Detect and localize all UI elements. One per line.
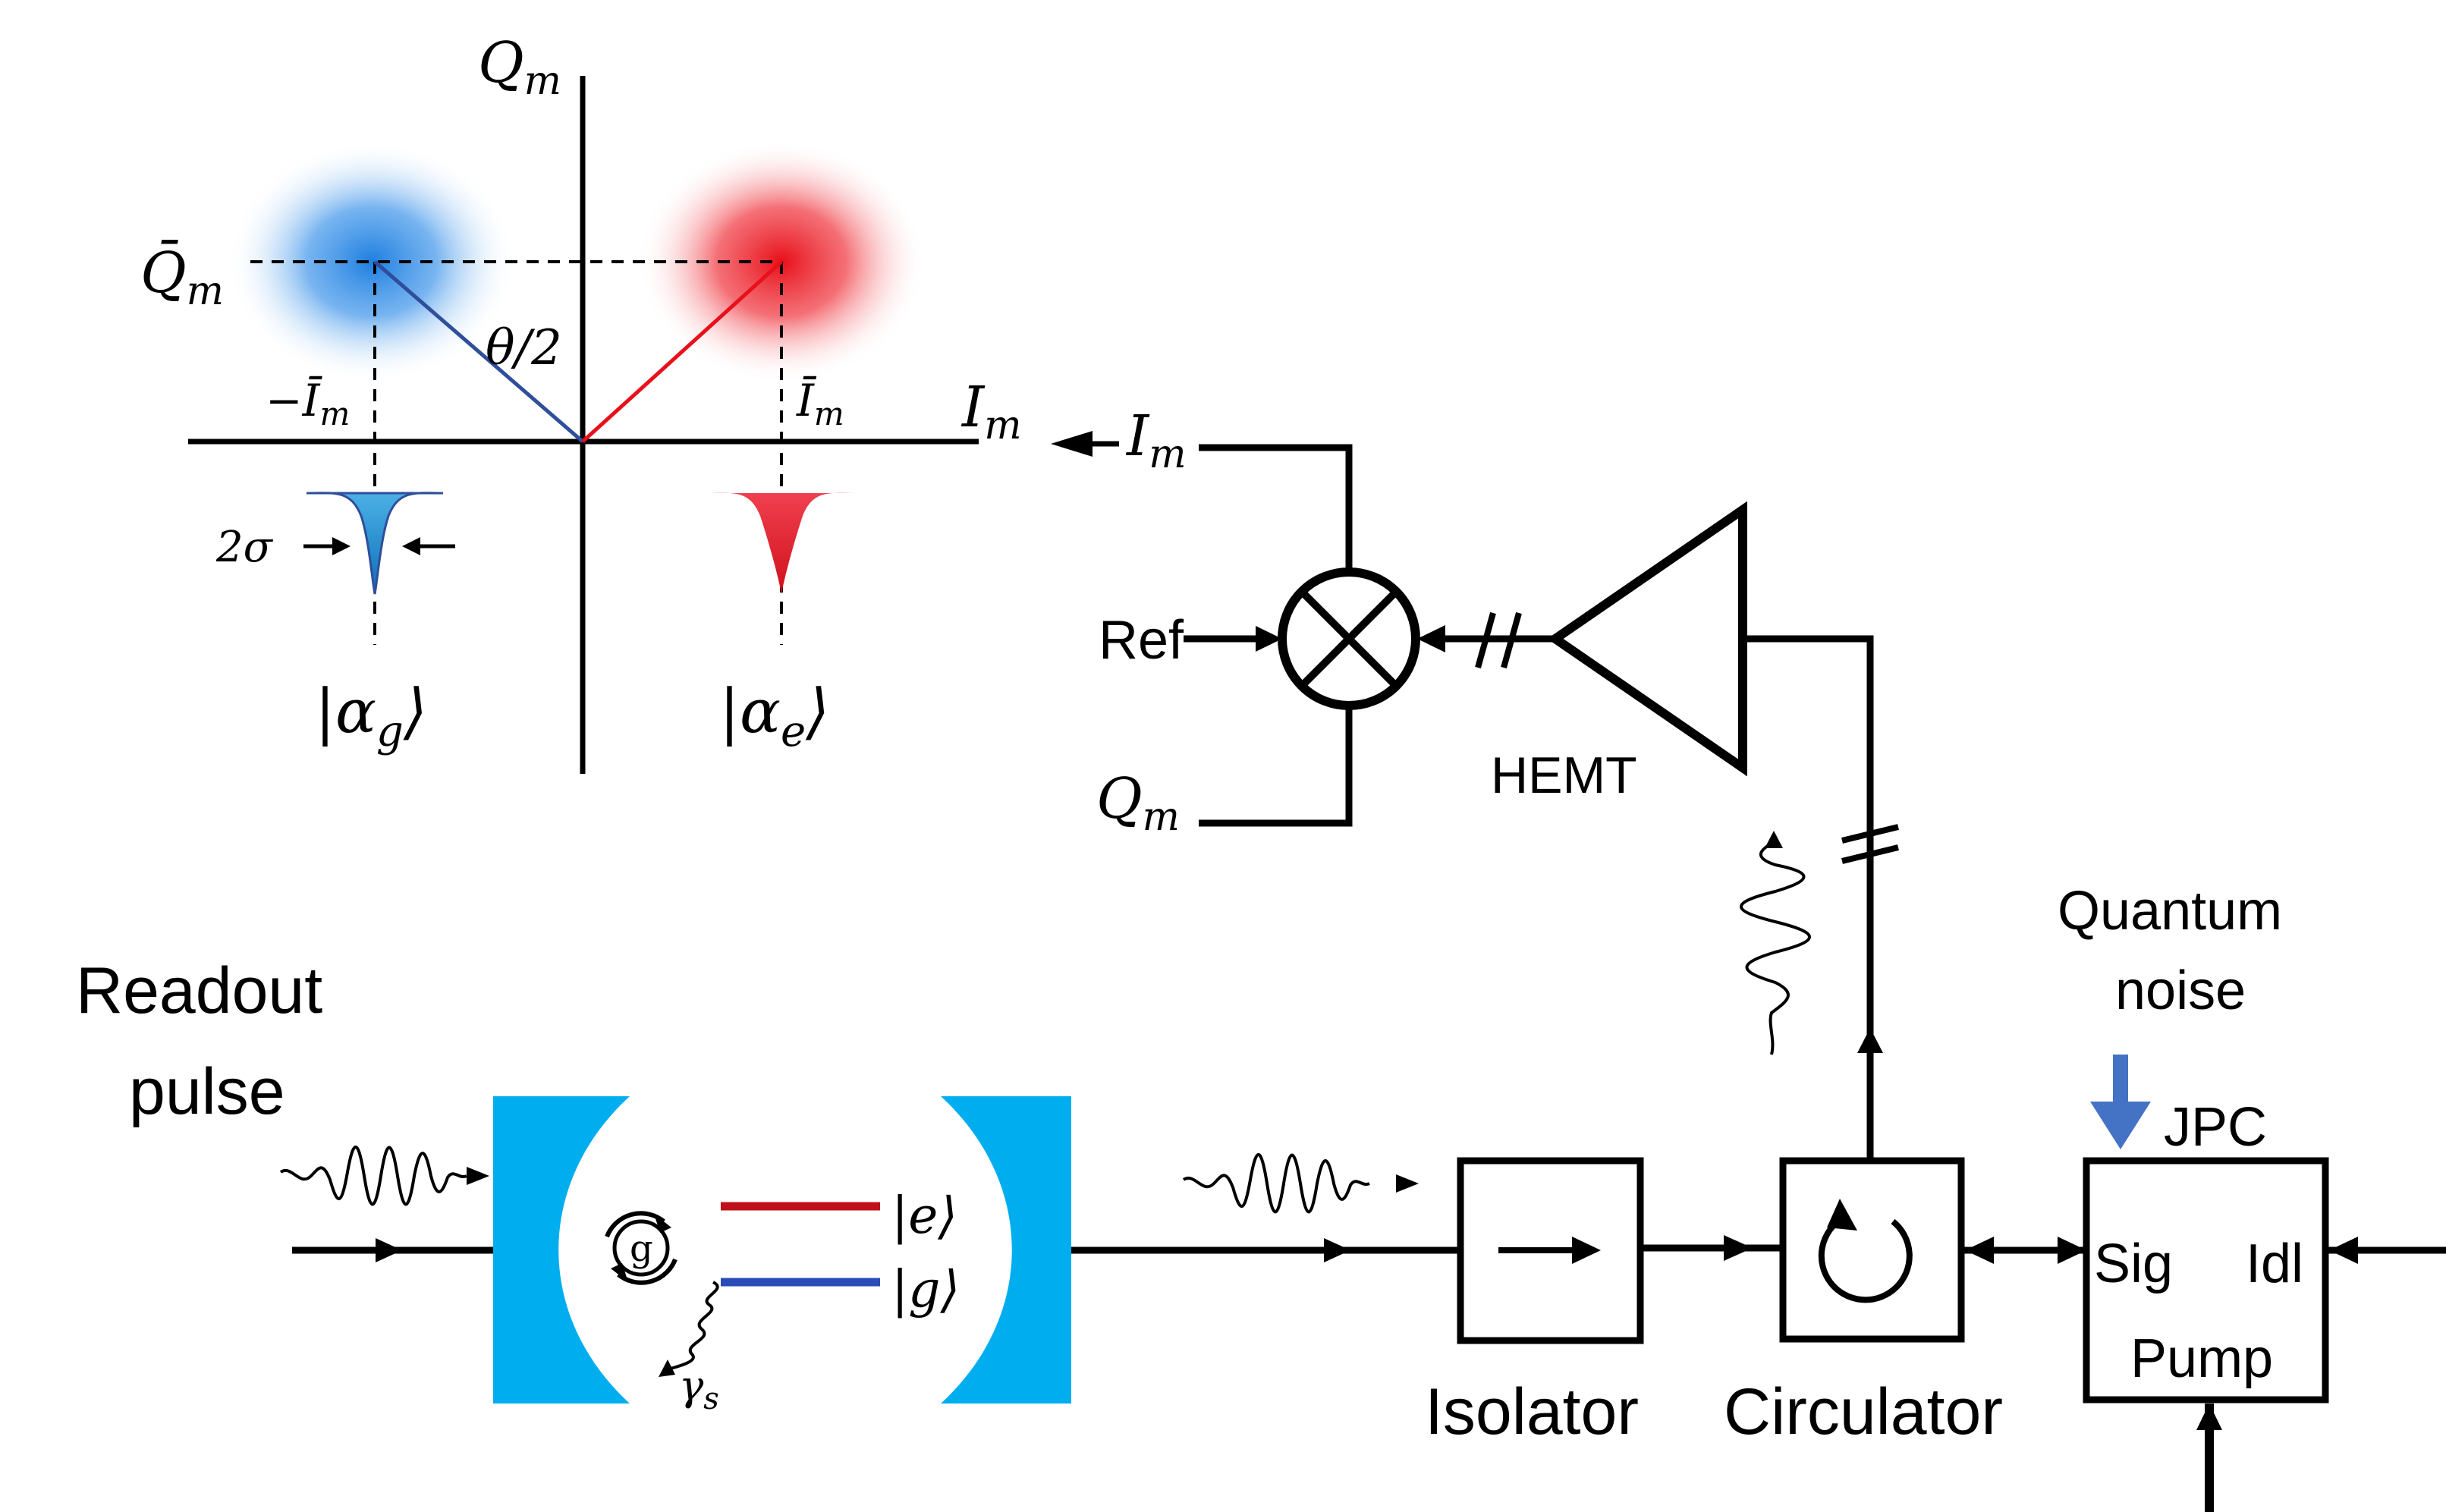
cavity: g |e⟩ |g⟩ γs xyxy=(493,1096,1071,1416)
circulator-jpc-arrowhead-left-icon xyxy=(1965,1237,1994,1264)
transmitted-wave-arrowhead-icon xyxy=(1396,1174,1419,1193)
qbar-label: Q̄m xyxy=(140,240,224,314)
level-g-label: |g⟩ xyxy=(891,1260,960,1319)
jpc-pump-label: Pump xyxy=(2130,1328,2273,1389)
ref-label: Ref xyxy=(1099,610,1184,671)
input-wave-packet-icon xyxy=(279,1145,467,1206)
ibar-label: Īm xyxy=(796,375,844,432)
ground-vector xyxy=(373,260,584,443)
right-mirror xyxy=(941,1096,1071,1404)
angle-label: θ/2 xyxy=(486,320,562,376)
excited-vector xyxy=(581,260,783,443)
i-output-arrowhead-icon xyxy=(1051,431,1093,457)
mixer-q-label: Qm xyxy=(1096,766,1180,840)
output-wave-packet-icon xyxy=(1740,838,1811,1055)
q-output-wire xyxy=(1199,706,1353,827)
qubit-arrowhead-2-icon xyxy=(611,1263,628,1282)
transmitted-wave-packet-icon xyxy=(1182,1152,1370,1214)
circulator-rotation-icon xyxy=(1818,1215,1913,1303)
line-break-icon xyxy=(1475,611,1522,669)
iq-plane: Qm Im Q̄m −Īm Īm θ/2 2σ |αg⟩ |αe⟩ xyxy=(140,30,1022,774)
hemt-label: HEMT xyxy=(1491,747,1637,804)
ground-gaussian xyxy=(306,492,444,595)
jpc-sig-label: Sig xyxy=(2094,1234,2173,1294)
noise-arrowhead-icon xyxy=(2090,1102,2151,1149)
qubit-label: g xyxy=(630,1228,653,1270)
readout-input: Readout pulse xyxy=(76,954,497,1262)
circulator-box xyxy=(1779,1157,1965,1343)
jpc-box xyxy=(2083,1157,2329,1404)
noise-label-line1: Quantum xyxy=(2058,881,2282,941)
hemt-input-wire xyxy=(1743,635,1874,1161)
width-arrowhead-left-icon xyxy=(332,537,351,555)
jpc-idl-label: Idl xyxy=(2246,1234,2303,1294)
circulator-input-arrowhead-icon xyxy=(1724,1235,1753,1261)
axis-q-label: Qm xyxy=(478,30,561,104)
circulator-rotation-arrowhead-icon xyxy=(1827,1199,1857,1231)
ref-arrowhead-icon xyxy=(1256,626,1282,652)
mixer-i-label: Im xyxy=(1125,404,1187,477)
axis-i-label: Im xyxy=(960,375,1022,448)
input-wave-arrowhead-icon xyxy=(467,1167,489,1185)
cavity-output-arrowhead-icon xyxy=(1324,1238,1350,1262)
circulator-label: Circulator xyxy=(1724,1375,2003,1448)
line-break-icon-2 xyxy=(1841,824,1899,864)
state-e-label: |αe⟩ xyxy=(719,676,829,756)
isolator-arrowhead-icon xyxy=(1572,1237,1601,1264)
hemt-amplifier-icon xyxy=(1547,501,1747,777)
left-mirror xyxy=(493,1096,630,1404)
width-arrowhead-right-icon xyxy=(402,537,420,555)
demodulation: Im Qm Ref HEMT xyxy=(1051,404,1899,1161)
idler-arrowhead-icon xyxy=(2329,1237,2358,1264)
readout-title-line1: Readout xyxy=(76,954,322,1027)
excited-gaussian xyxy=(706,492,857,594)
decay-arrowhead-icon xyxy=(659,1360,675,1377)
circulator-output-arrowhead-icon xyxy=(1857,1028,1883,1053)
input-wire-arrowhead-icon xyxy=(376,1238,402,1262)
amplification-chain: Isolator Circulator Quantum noise JPC Si… xyxy=(1071,881,2446,1512)
decay-squiggle-icon xyxy=(667,1281,719,1371)
qubit-circle xyxy=(612,1219,670,1277)
isolator-label: Isolator xyxy=(1425,1375,1639,1448)
wave-up-arrowhead-icon xyxy=(1765,831,1783,848)
state-g-label: |αg⟩ xyxy=(315,676,427,756)
pump-arrowhead-icon xyxy=(2196,1404,2222,1430)
level-e-label: |e⟩ xyxy=(891,1187,957,1245)
circulator-jpc-arrowhead-right-icon xyxy=(2058,1237,2086,1264)
jpc-title: JPC xyxy=(2164,1097,2267,1158)
noise-label-line2: noise xyxy=(2115,960,2246,1021)
minus-ibar-label: −Īm xyxy=(266,375,350,432)
width-label: 2σ xyxy=(215,523,274,572)
mixer-input-arrowhead-icon xyxy=(1417,625,1445,652)
readout-title-line2: pulse xyxy=(129,1055,285,1128)
qubit-arrowhead-1-icon xyxy=(654,1214,671,1233)
i-output-wire xyxy=(1199,444,1353,569)
decay-label: γs xyxy=(679,1362,719,1416)
